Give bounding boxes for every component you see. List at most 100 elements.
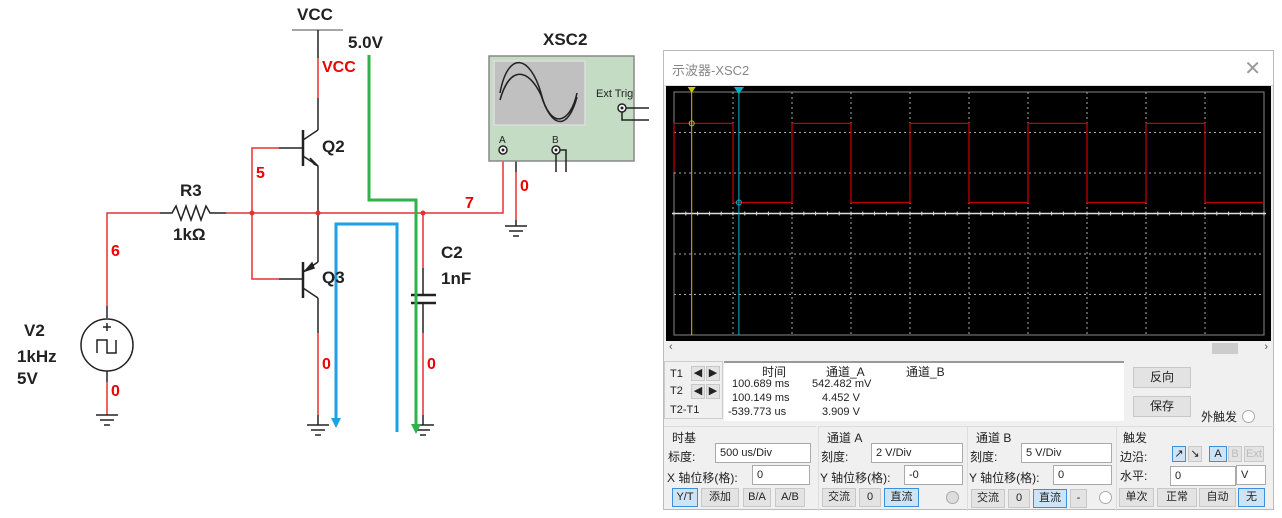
- schematic: VCC VCC 5.0V Q2 Q3 R3 1kΩ C2 1nF V2 1kHz…: [17, 5, 649, 436]
- transistor-q2[interactable]: [279, 129, 319, 213]
- trigger-level-input[interactable]: 0: [1170, 466, 1236, 486]
- timebase-scale-input[interactable]: 500 us/Div: [715, 443, 811, 463]
- oscilloscope-xsc2[interactable]: [488, 55, 649, 172]
- net-label-0: 0: [520, 178, 529, 195]
- cursor-t1-handle: [687, 87, 696, 93]
- probe-voltage: 5.0V: [348, 33, 384, 52]
- y-position-label: Y 轴位移(格):: [820, 471, 891, 485]
- rising-edge-button[interactable]: ↗: [1172, 446, 1186, 462]
- x-position-input[interactable]: 0: [752, 465, 810, 485]
- v2-label: V2: [24, 321, 45, 340]
- timebase-group: 时基 标度: 500 us/Div X 轴位移(格): 0 Y/T 添加 B/A…: [664, 426, 816, 507]
- channel-a-scale-input[interactable]: 2 V/Div: [871, 443, 963, 463]
- y-position-label: Y 轴位移(格):: [969, 471, 1040, 485]
- auto-mode-button[interactable]: 自动: [1199, 488, 1236, 507]
- edge-label: 边沿:: [1120, 450, 1148, 464]
- transistor-q3[interactable]: [279, 213, 319, 333]
- level-label: 水平:: [1120, 469, 1148, 483]
- channel-b-title: 通道 B: [976, 431, 1012, 445]
- channel-b-invert-button[interactable]: -: [1070, 489, 1087, 508]
- ab-button[interactable]: A/B: [775, 488, 805, 507]
- reverse-button[interactable]: 反向: [1133, 367, 1191, 388]
- scroll-left-icon[interactable]: ‹: [669, 341, 673, 353]
- net-label-7: 7: [465, 195, 474, 212]
- t1-channel-a: 542.482 mV: [812, 378, 872, 390]
- single-mode-button[interactable]: 单次: [1119, 488, 1154, 507]
- cursor-controls: T1 ◀ ▶ T2 ◀ ▶ T2-T1: [664, 361, 723, 419]
- blue-current-arrow: [334, 222, 399, 432]
- channel-a-radio[interactable]: [946, 491, 959, 504]
- channel-a-title: 通道 A: [827, 431, 863, 445]
- channel-b-group: 通道 B 刻度: 5 V/Div Y 轴位移(格): 0 交流 0 直流 -: [967, 426, 1116, 511]
- channel-b-scale-input[interactable]: 5 V/Div: [1021, 443, 1112, 463]
- x-position-label: X 轴位移(格):: [667, 471, 738, 485]
- t1-left-button[interactable]: ◀: [691, 366, 705, 381]
- channel-a-trace: [673, 122, 1264, 204]
- resistor-r3[interactable]: [160, 203, 226, 223]
- q2-label: Q2: [322, 137, 345, 156]
- trigger-source-a-button[interactable]: A: [1209, 446, 1227, 462]
- net-label-0: 0: [427, 356, 436, 373]
- window-title: 示波器-XSC2: [672, 63, 750, 78]
- green-current-arrow: [367, 55, 418, 428]
- t1-label: T1: [670, 368, 683, 380]
- v2-amplitude: 5V: [17, 369, 38, 388]
- scroll-thumb[interactable]: [1212, 343, 1238, 354]
- channel-a-dc-button[interactable]: 直流: [884, 488, 919, 507]
- channel-a-group: 通道 A 刻度: 2 V/Div Y 轴位移(格): -0 交流 0 直流: [818, 426, 967, 511]
- t2-t1-label: T2-T1: [670, 404, 700, 416]
- falling-edge-button[interactable]: ↘: [1188, 446, 1202, 462]
- scroll-right-icon[interactable]: ›: [1264, 341, 1268, 353]
- t2-time: 100.149 ms: [732, 392, 790, 404]
- cursor-t2-marker: [735, 199, 742, 206]
- delta-time: -539.773 us: [728, 406, 787, 418]
- channel-a-zero-button[interactable]: 0: [859, 488, 881, 507]
- yt-button[interactable]: Y/T: [672, 488, 698, 507]
- channel-b-zero-button[interactable]: 0: [1008, 489, 1030, 508]
- delta-channel-a: 3.909 V: [822, 406, 860, 418]
- channel-b-radio[interactable]: [1099, 491, 1112, 504]
- normal-mode-button[interactable]: 正常: [1157, 488, 1197, 507]
- trigger-group: 触发 边沿: ↗ ↘ A B Ext 水平: 0 V 单次 正常 自动 无: [1116, 426, 1275, 511]
- ext-trig-label: Ext Trig: [596, 88, 633, 100]
- net-label-0: 0: [322, 356, 331, 373]
- net-label-5: 5: [256, 165, 265, 182]
- ext-trigger-radio[interactable]: [1242, 410, 1255, 423]
- t2-right-button[interactable]: ▶: [706, 384, 720, 399]
- channel-b-ac-button[interactable]: 交流: [971, 489, 1005, 508]
- channel-b-y-position-input[interactable]: 0: [1053, 465, 1112, 485]
- trigger-level-unit[interactable]: V: [1236, 465, 1266, 485]
- square-wave-source-v2[interactable]: [80, 318, 134, 372]
- channel-a-y-position-input[interactable]: -0: [904, 465, 963, 485]
- t2-label: T2: [670, 385, 683, 397]
- add-button[interactable]: 添加: [701, 488, 739, 507]
- vcc-label: VCC: [297, 5, 333, 24]
- q3-label: Q3: [322, 268, 345, 287]
- cursor-t2-handle: [733, 87, 744, 94]
- oscilloscope-window: 示波器-XSC2 ✕ ‹ › T1 ◀ ▶ T2 ◀ ▶ T2-T1 时间 通道…: [663, 50, 1275, 511]
- scope-label: XSC2: [543, 30, 587, 49]
- measurement-readout: 时间 通道_A 通道_B 100.689 ms 542.482 mV 100.1…: [724, 361, 1124, 421]
- trigger-source-ext-button[interactable]: Ext: [1244, 446, 1264, 462]
- close-icon[interactable]: ✕: [1244, 58, 1261, 80]
- channel-a-label: A: [499, 135, 506, 146]
- t2-channel-a: 4.452 V: [822, 392, 860, 404]
- trigger-source-b-button[interactable]: B: [1228, 446, 1242, 462]
- none-mode-button[interactable]: 无: [1238, 488, 1265, 507]
- channel-b-dc-button[interactable]: 直流: [1033, 489, 1067, 508]
- horizontal-scrollbar[interactable]: ‹ ›: [664, 341, 1273, 356]
- scope-display[interactable]: [666, 86, 1271, 341]
- cursor-t1-marker: [688, 120, 695, 127]
- ba-button[interactable]: B/A: [743, 488, 771, 507]
- header-channel-b: 通道_B: [906, 365, 945, 379]
- c2-value: 1nF: [441, 269, 471, 288]
- channel-a-ac-button[interactable]: 交流: [822, 488, 856, 507]
- t1-time: 100.689 ms: [732, 378, 790, 390]
- save-button[interactable]: 保存: [1133, 396, 1191, 417]
- t1-right-button[interactable]: ▶: [706, 366, 720, 381]
- r3-label: R3: [180, 181, 202, 200]
- net-label-0: 0: [111, 383, 120, 400]
- t2-left-button[interactable]: ◀: [691, 384, 705, 399]
- ext-trigger-label: 外触发: [1201, 410, 1238, 424]
- title-bar[interactable]: 示波器-XSC2 ✕: [664, 51, 1273, 86]
